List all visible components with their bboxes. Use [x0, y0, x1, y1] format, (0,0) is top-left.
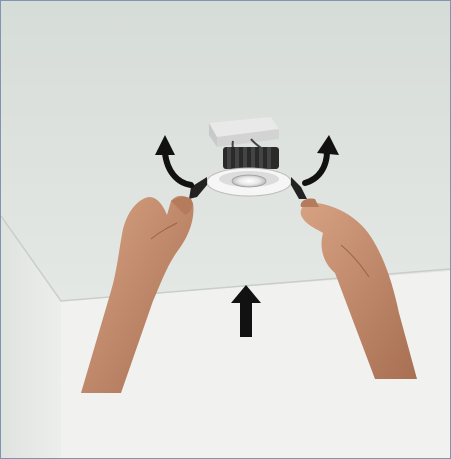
installation-illustration [1, 1, 450, 458]
illustration-frame [0, 0, 451, 459]
